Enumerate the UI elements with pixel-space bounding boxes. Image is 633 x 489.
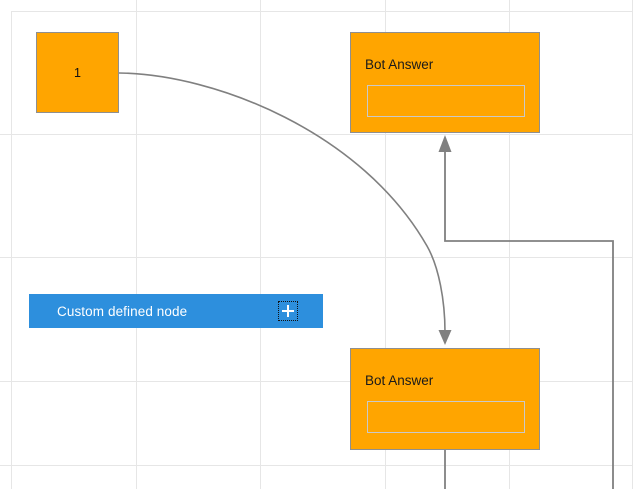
node-bot-answer-bottom-slot[interactable] (367, 401, 525, 433)
plus-icon-vertical (287, 305, 289, 317)
node-bot-answer-bottom[interactable]: Bot Answer (350, 348, 540, 450)
node-bot-answer-bottom-title: Bot Answer (365, 373, 434, 388)
connector-start-to-bottom[interactable] (118, 72, 452, 345)
custom-defined-node-bar[interactable]: Custom defined node (29, 294, 323, 328)
plus-icon[interactable] (278, 301, 298, 321)
node-start[interactable]: 1 (36, 32, 119, 113)
custom-defined-node-label: Custom defined node (57, 303, 188, 319)
node-bot-answer-top-title: Bot Answer (365, 57, 434, 72)
node-bot-answer-top-slot[interactable] (367, 85, 525, 117)
node-start-label: 1 (74, 65, 81, 80)
node-bot-answer-top[interactable]: Bot Answer (350, 32, 540, 133)
connector-loop-to-top[interactable] (438, 135, 614, 489)
